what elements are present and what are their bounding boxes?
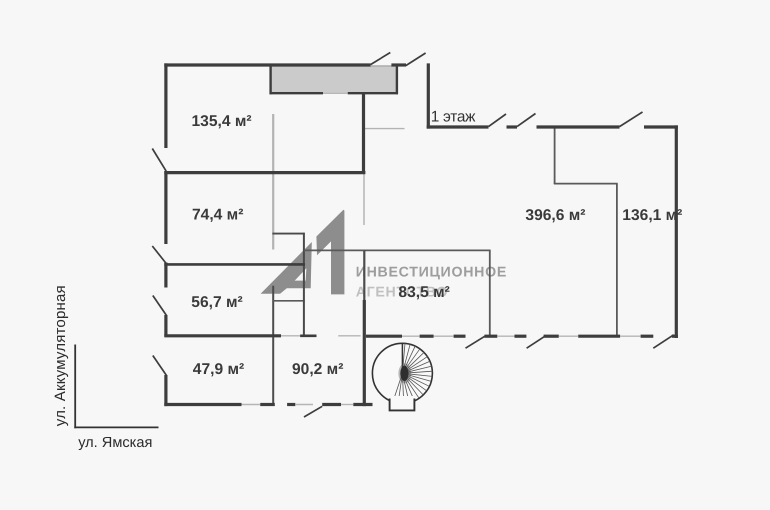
svg-text:83,5 м²: 83,5 м² [398, 284, 449, 301]
svg-text:136,1 м²: 136,1 м² [622, 207, 682, 224]
svg-text:90,2 м²: 90,2 м² [292, 361, 343, 378]
svg-text:ул. Аккумуляторная: ул. Аккумуляторная [52, 285, 69, 426]
svg-text:396,6 м²: 396,6 м² [525, 207, 585, 224]
svg-text:1 этаж: 1 этаж [431, 108, 476, 125]
svg-text:47,9 м²: 47,9 м² [193, 361, 244, 378]
svg-text:ул. Ямская: ул. Ямская [78, 435, 152, 451]
svg-text:ИНВЕСТИЦИОННОЕ: ИНВЕСТИЦИОННОЕ [356, 265, 507, 281]
svg-text:135,4 м²: 135,4 м² [192, 113, 252, 130]
svg-text:АГЕНТСТВО: АГЕНТСТВО [356, 285, 448, 301]
svg-text:74,4 м²: 74,4 м² [192, 207, 243, 224]
svg-text:56,7 м²: 56,7 м² [191, 294, 242, 311]
